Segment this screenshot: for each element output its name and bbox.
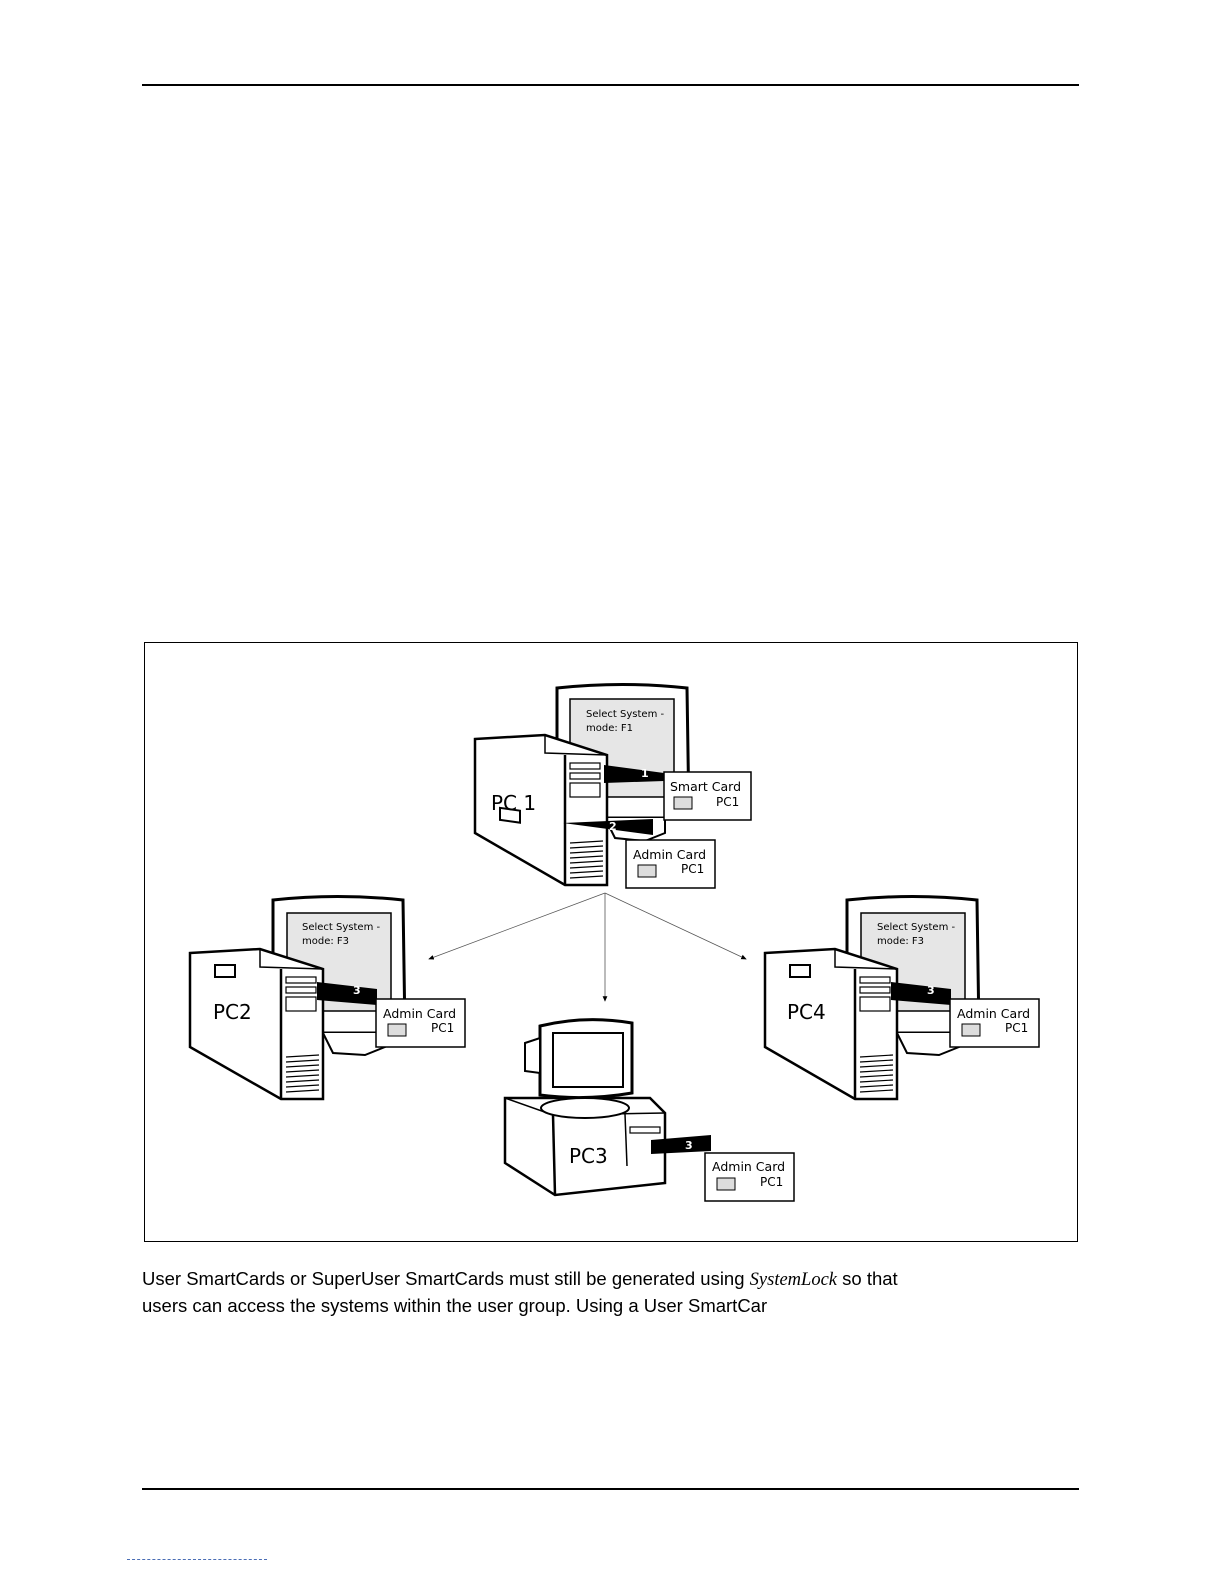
pc4-admin-card-title: Admin Card [957, 1006, 1030, 1021]
header-rule [142, 84, 1079, 86]
pc1-step2-number: 2 [609, 820, 617, 833]
pc4-label: PC4 [787, 1000, 826, 1024]
pc1-smart-card-title: Smart Card [670, 779, 741, 794]
pc1-step1-number: 1 [641, 767, 649, 780]
pc4-step-number: 3 [927, 984, 935, 997]
body-text-line1a: User SmartCards or SuperUser SmartCards … [142, 1268, 750, 1289]
pc3-step-number: 3 [685, 1139, 693, 1152]
body-text-line1b: so that [837, 1268, 898, 1289]
pc2-label: PC2 [213, 1000, 252, 1024]
pc3-admin-card-title: Admin Card [712, 1159, 785, 1174]
body-text-systemlock: SystemLock [750, 1270, 837, 1290]
pc4-screen-line2: mode: F3 [877, 935, 924, 948]
network-diagram-figure: Select System - mode: F1 PC 1 1 2 Smart … [144, 642, 1078, 1242]
footer-link-underline[interactable] [127, 1558, 267, 1560]
pc1-screen-line2: mode: F1 [586, 722, 633, 735]
body-paragraph: User SmartCards or SuperUser SmartCards … [142, 1266, 1022, 1319]
pc2-screen-line1: Select System - [302, 921, 380, 934]
pc2-admin-card-pc: PC1 [431, 1021, 454, 1035]
pc2-screen-line2: mode: F3 [302, 935, 349, 948]
distribution-arrows [429, 893, 746, 1001]
pc4-screen-line1: Select System - [877, 921, 955, 934]
footer-rule [142, 1488, 1079, 1490]
pc1-label: PC 1 [491, 791, 536, 815]
pc4-admin-card-pc: PC1 [1005, 1021, 1028, 1035]
pc2-admin-card-title: Admin Card [383, 1006, 456, 1021]
pc3-admin-card-pc: PC1 [760, 1175, 783, 1189]
pc1-admin-card-title: Admin Card [633, 847, 706, 862]
pc2-step-number: 3 [353, 984, 361, 997]
pc3-label: PC3 [569, 1144, 608, 1168]
body-text-line2: users can access the systems within the … [142, 1295, 767, 1316]
pc1-screen-line1: Select System - [586, 708, 664, 721]
pc1-smart-card-pc: PC1 [716, 795, 739, 809]
pc1-admin-card-pc: PC1 [681, 862, 704, 876]
